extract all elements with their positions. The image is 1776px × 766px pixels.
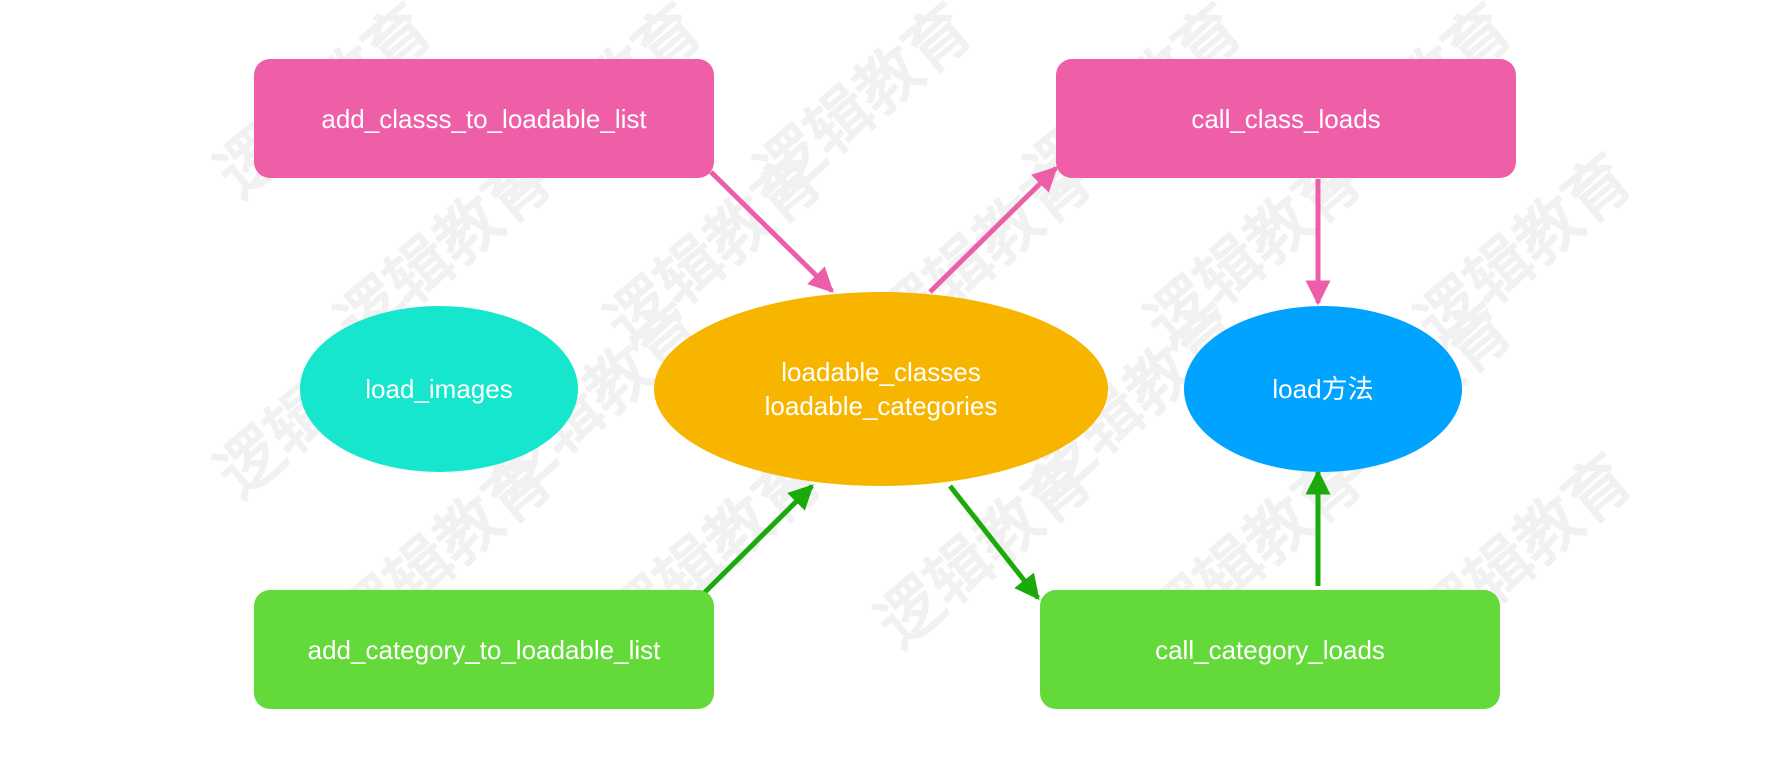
arrow-add-category-to-loadable — [698, 484, 814, 599]
call-class-loads-label: call_class_loads — [1191, 103, 1381, 134]
add-class-to-loadable-list-box: add_classs_to_loadable_list — [254, 59, 714, 178]
call-category-loads-box: call_category_loads — [1040, 590, 1500, 709]
arrow-loadable-to-call-class — [928, 166, 1058, 294]
load-method-label: load方法 — [1272, 374, 1374, 404]
load-method-ellipse: load方法 — [1184, 306, 1462, 472]
add-category-to-loadable-list-box: add_category_to_loadable_list — [254, 590, 714, 709]
add-category-to-loadable-list-label: add_category_to_loadable_list — [307, 634, 661, 665]
add-class-to-loadable-list-label: add_classs_to_loadable_list — [321, 103, 647, 134]
arrow-add-class-to-loadable — [709, 170, 834, 293]
arrow-loadable-to-call-category — [948, 484, 1040, 600]
load-images-ellipse: load_images — [300, 306, 578, 472]
load-images-label: load_images — [365, 374, 513, 404]
loadable-lists-ellipse: loadable_classes loadable_categories — [654, 292, 1108, 486]
call-category-loads-label: call_category_loads — [1155, 634, 1385, 665]
call-class-loads-box: call_class_loads — [1056, 59, 1516, 178]
loadable-lists-label: loadable_classes loadable_categories — [764, 357, 998, 421]
